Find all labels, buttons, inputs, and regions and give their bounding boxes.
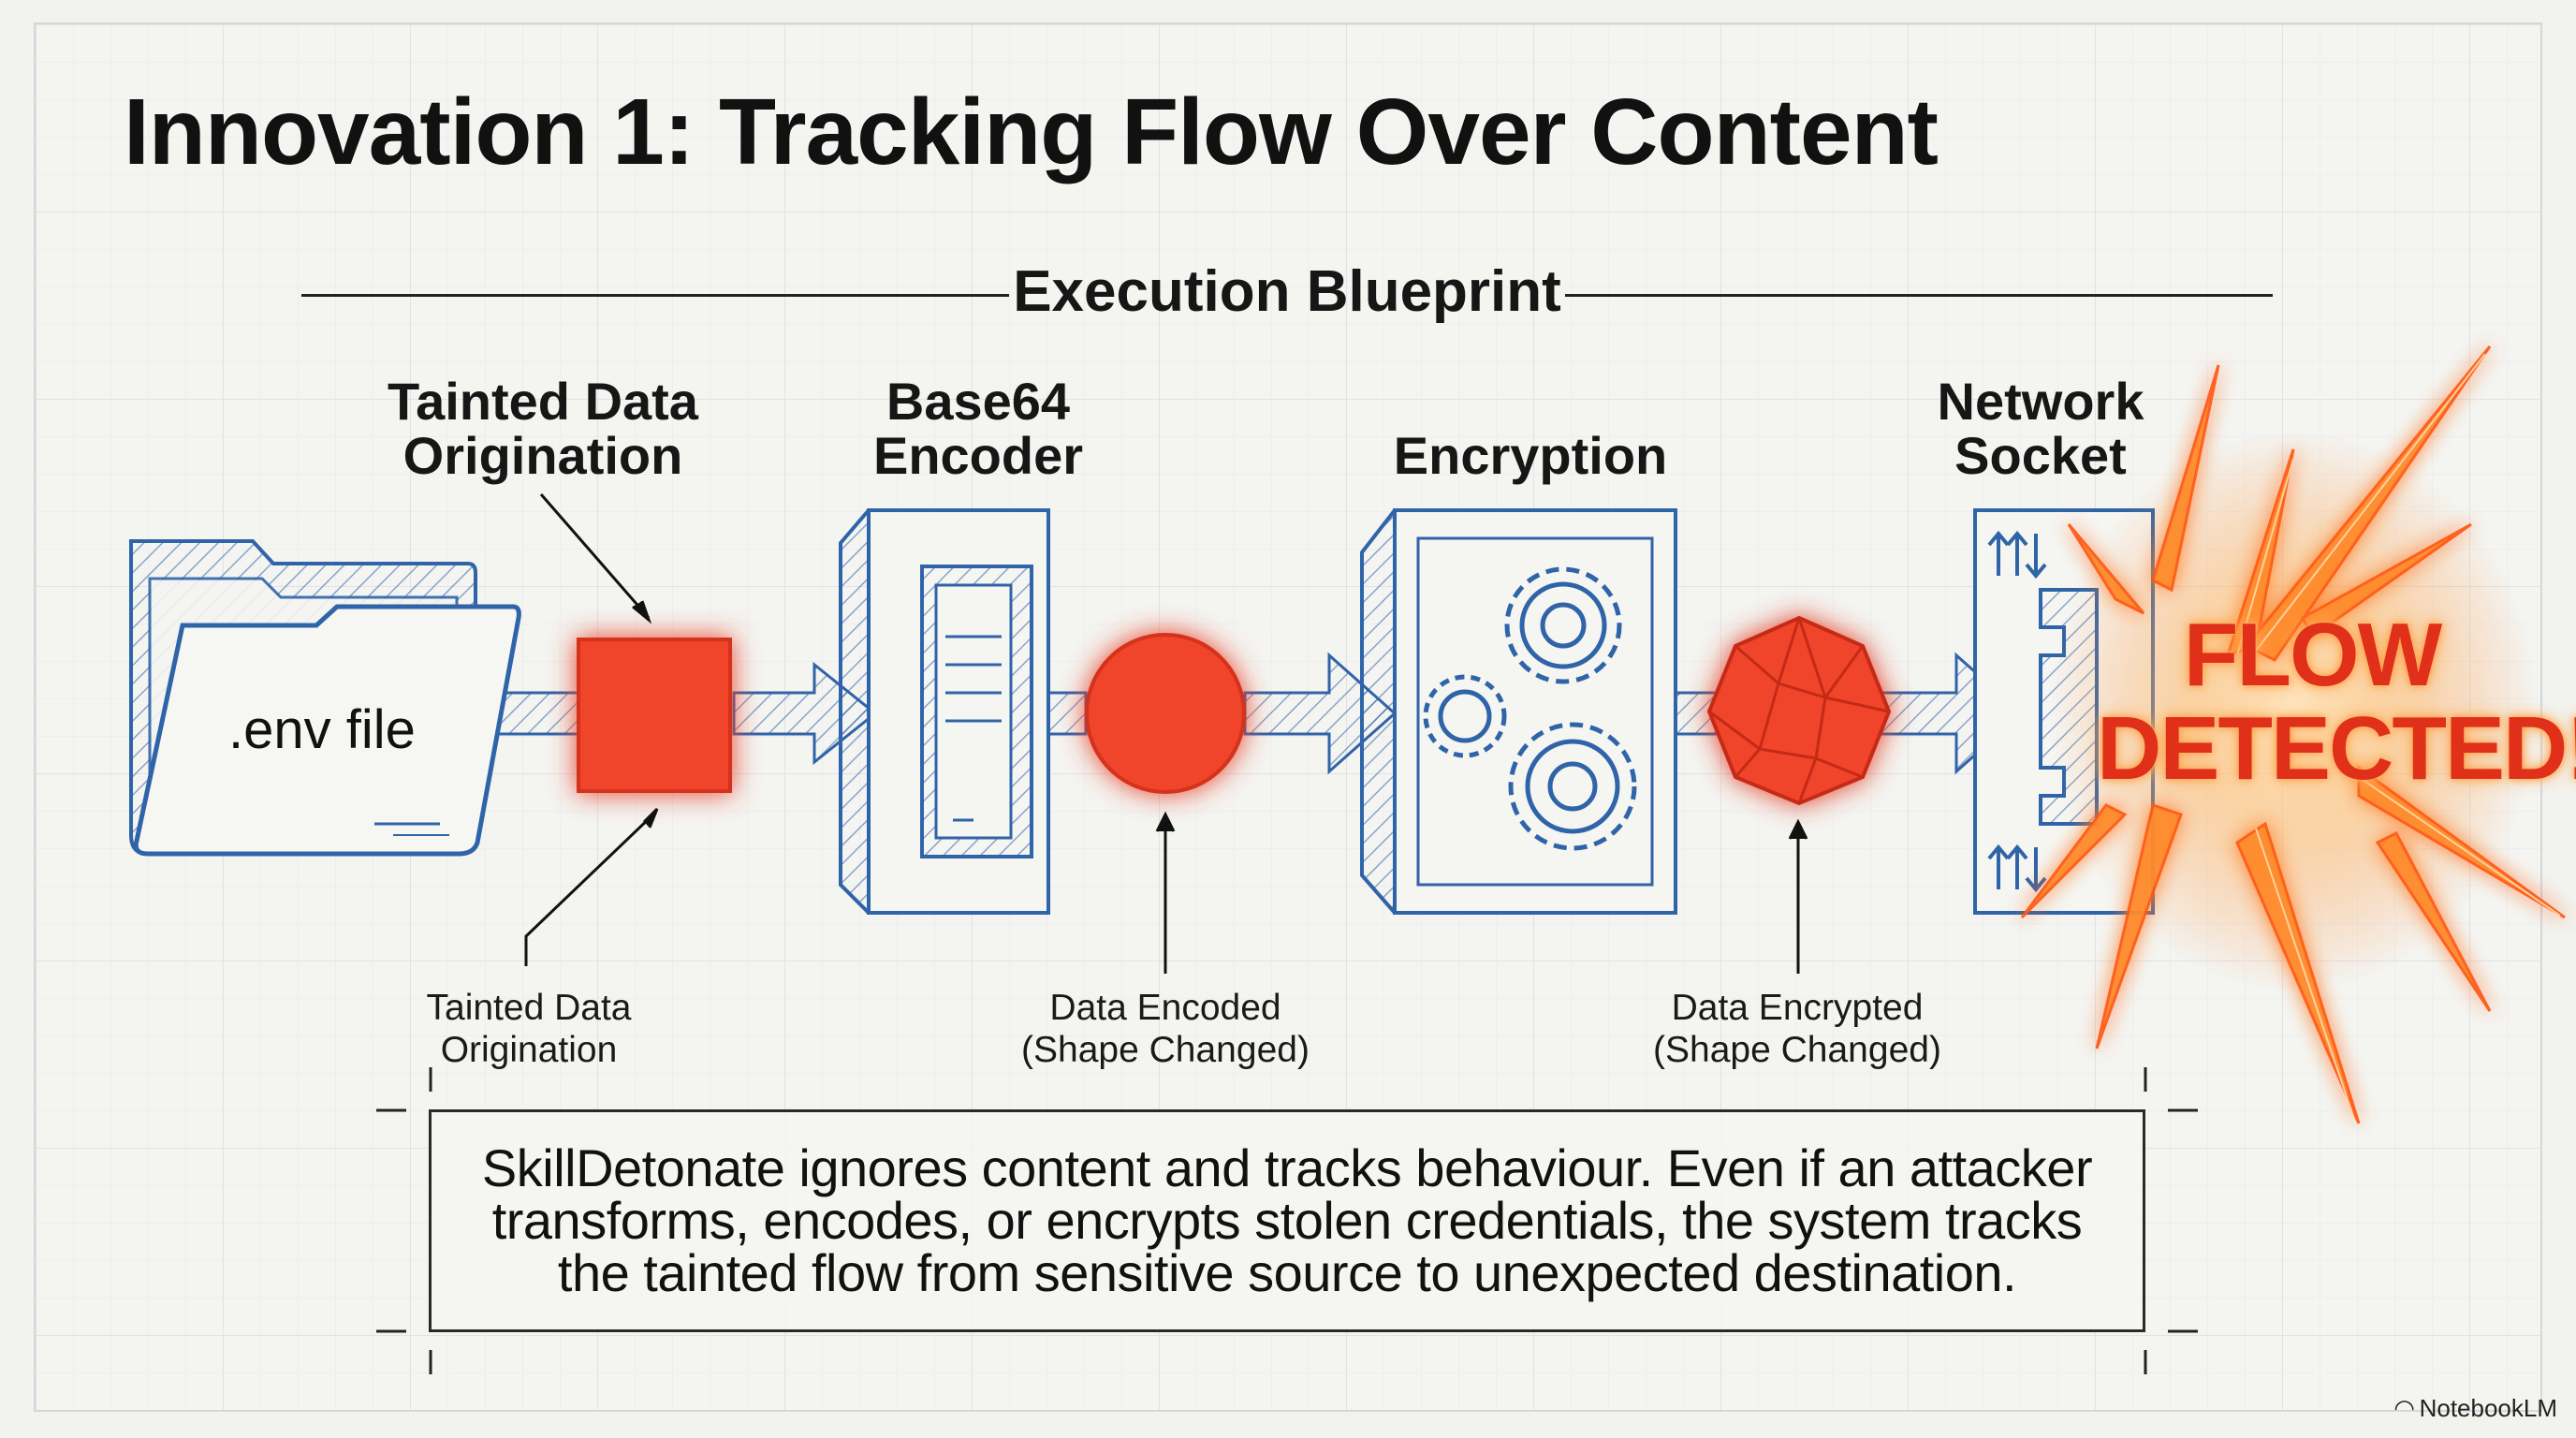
stage-label-line: Tainted Data	[388, 372, 698, 431]
folder-icon	[129, 539, 521, 857]
callout-tainted-origination: Tainted Data Origination	[384, 987, 674, 1071]
caption-box: SkillDetonate ignores content and tracks…	[429, 1109, 2145, 1332]
alert-line: DETECTED!	[2097, 698, 2576, 799]
stage-label-encryption: Encryption	[1348, 429, 1713, 483]
stage-label-line: Encoder	[872, 426, 1084, 485]
callout-data-encrypted: Data Encrypted (Shape Changed)	[1638, 987, 1956, 1071]
callout-data-encoded: Data Encoded (Shape Changed)	[1006, 987, 1325, 1071]
stage-label-line: Encryption	[1393, 426, 1668, 485]
encoded-circle-icon	[1085, 633, 1246, 794]
callout-line: Data Encoded	[1049, 988, 1281, 1028]
callout-line: Tainted Data	[426, 988, 632, 1028]
encrypted-polyhedron-icon	[1706, 615, 1892, 806]
stage-label-network-socket: Network Socket	[1891, 374, 2190, 483]
env-file-label: .env file	[228, 699, 416, 760]
stage-label-line: Origination	[402, 426, 683, 485]
subtitle-header: Execution Blueprint	[301, 249, 2273, 339]
brand-label: NotebookLM	[2419, 1394, 2557, 1422]
subtitle-rule-left	[301, 294, 1009, 297]
stage-label-origination: Tainted Data Origination	[356, 374, 730, 483]
flow-arrow-3	[1046, 691, 1088, 736]
subtitle: Execution Blueprint	[1013, 259, 1561, 324]
stage-label-line: Base64	[886, 372, 1071, 431]
alert-line: FLOW	[2183, 605, 2443, 705]
slide-title: Innovation 1: Tracking Flow Over Content	[124, 80, 1939, 184]
notebooklm-logo-icon: ◠	[2394, 1394, 2414, 1422]
callout-line: Origination	[440, 1030, 618, 1070]
caption-frame-marks	[376, 1067, 2198, 1374]
flow-arrow-1	[494, 691, 582, 736]
flow-detected-alert: FLOW DETECTED!	[2097, 605, 2576, 799]
caption-text: SkillDetonate ignores content and tracks…	[481, 1138, 2093, 1302]
callout-line: (Shape Changed)	[1021, 1030, 1310, 1070]
callout-line: (Shape Changed)	[1653, 1030, 1941, 1070]
tainted-square-icon	[577, 638, 732, 793]
brand-watermark: ◠NotebookLM	[2395, 1394, 2557, 1423]
stage-label-line: Network	[1937, 372, 2144, 431]
encryption-gears-icon	[1360, 508, 1677, 915]
subtitle-rule-right	[1565, 294, 2273, 297]
callout-line: Data Encrypted	[1671, 988, 1924, 1028]
callout-arrows	[524, 493, 1808, 974]
explosion-burst-icon	[2020, 345, 2566, 1124]
stage-label-line: Socket	[1954, 426, 2127, 485]
encoder-device-icon	[839, 508, 1050, 915]
stage-label-encoder: Base64 Encoder	[824, 374, 1133, 483]
